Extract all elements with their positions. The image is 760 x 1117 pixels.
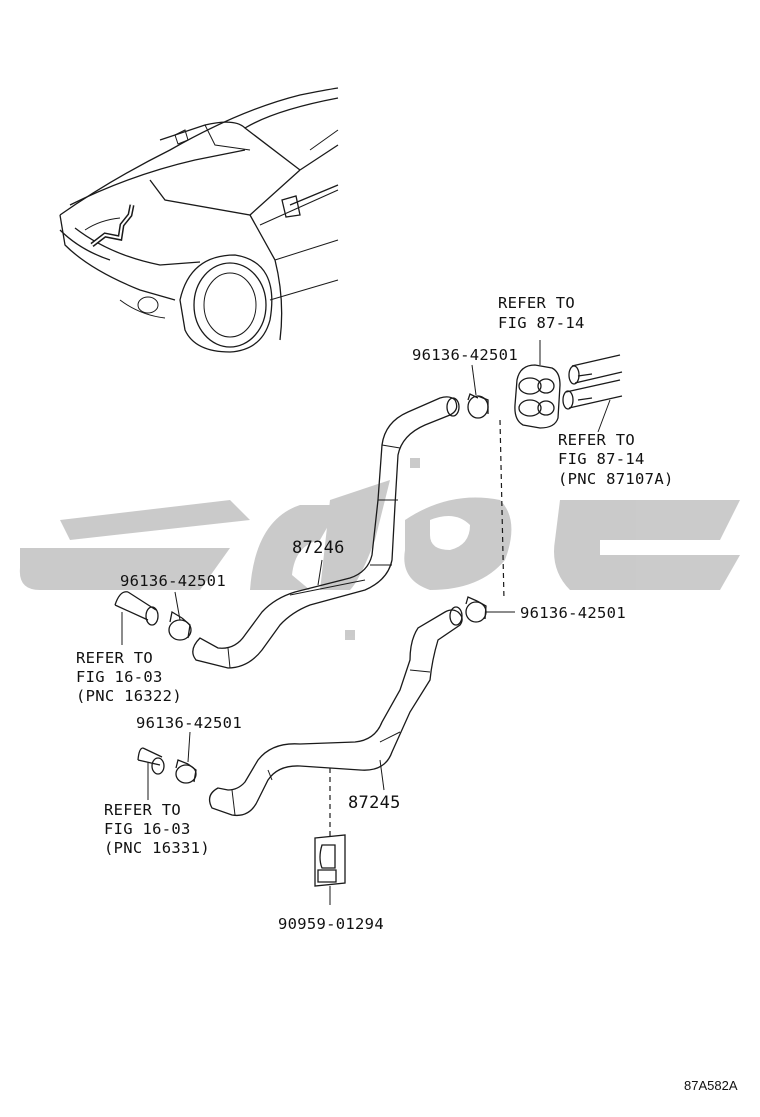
hose-location-indicator — [90, 204, 135, 247]
heater-hose-87246 — [192, 396, 460, 669]
engine-ref-b-label-2: FIG 16-03 — [104, 820, 191, 838]
clamp-right-part-number: 96136-42501 — [520, 604, 626, 622]
pipes-ref-label-2: FIG 87-14 — [558, 450, 645, 468]
clamp-upper-left-part-number: 96136-42501 — [120, 572, 226, 590]
hose-clamp-upper-left — [168, 591, 192, 641]
heater-hose-87245 — [208, 606, 463, 817]
engine-ref-a-label-1: REFER TO — [76, 649, 153, 667]
labels: REFER TO FIG 87-14 96136-42501 REFER TO … — [76, 294, 738, 1093]
engine-ref-a-label-3: (PNC 16322) — [76, 687, 182, 705]
watermark-logo — [19, 458, 740, 640]
hose-clip-90959 — [314, 834, 346, 905]
clamp-lower-left-part-number: 96136-42501 — [136, 714, 242, 732]
hose-87246-part-number: 87246 — [292, 538, 345, 558]
leader-87246 — [317, 559, 323, 586]
engine-ref-b-label-1: REFER TO — [104, 801, 181, 819]
assembly-line-grommet — [499, 419, 505, 601]
pipes-ref-label-3: (PNC 87107A) — [558, 470, 674, 488]
grommet-ref-label-2: FIG 87-14 — [498, 314, 585, 332]
pipes-ref-label-1: REFER TO — [558, 431, 635, 449]
grommet-ref-label-1: REFER TO — [498, 294, 575, 312]
figure-id: 87A582A — [684, 1078, 738, 1093]
hose-clamp-right — [465, 596, 515, 623]
grommet-fig-87-14 — [514, 340, 561, 429]
vehicle-outline-illustration — [59, 87, 339, 353]
heater-pipes-fig-87-14 — [562, 354, 623, 433]
hose-clamp-top — [467, 364, 489, 419]
leader-87245 — [379, 759, 385, 791]
engine-pipe-16322 — [114, 591, 159, 645]
clip-part-number: 90959-01294 — [278, 915, 384, 933]
engine-pipe-16331 — [137, 747, 165, 800]
engine-ref-a-label-2: FIG 16-03 — [76, 668, 163, 686]
hose-clamp-lower-left — [175, 731, 197, 784]
engine-ref-b-label-3: (PNC 16331) — [104, 839, 210, 857]
clamp-top-part-number: 96136-42501 — [412, 346, 518, 364]
hose-87245-part-number: 87245 — [348, 793, 401, 813]
